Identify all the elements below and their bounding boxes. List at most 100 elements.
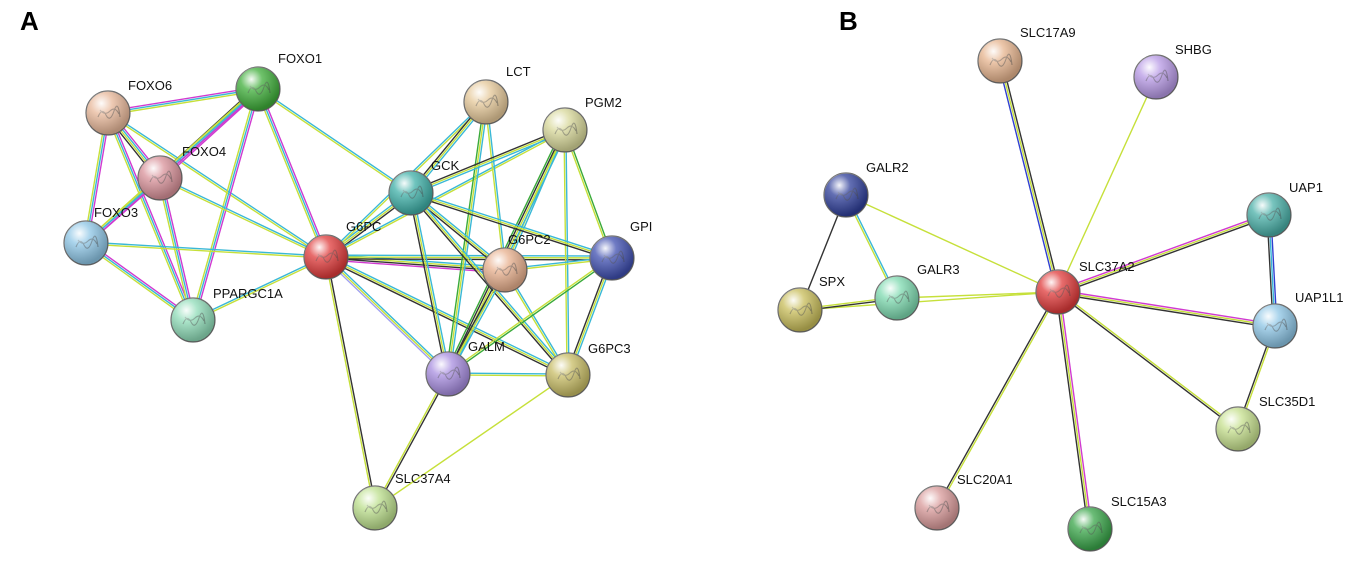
node-gpi[interactable]: GPI: [589, 219, 652, 281]
node-uap1l1[interactable]: UAP1L1: [1252, 290, 1343, 349]
edge-evidence-line: [1059, 291, 1093, 530]
node-foxo6[interactable]: FOXO6: [85, 78, 172, 136]
edge-evidence-line: [999, 60, 1059, 293]
edge-foxo4-g6pc: [158, 176, 328, 259]
edge-lct-g6pc2: [484, 101, 507, 271]
node-label-slc15a3: SLC15A3: [1111, 494, 1167, 509]
edge-evidence-line: [106, 113, 327, 259]
edge-evidence-line: [845, 194, 1059, 293]
edge-evidence-line: [896, 291, 1059, 299]
edge-slc37a2-shbg: [1057, 76, 1157, 293]
edge-ppargc1a-g6pc: [191, 255, 328, 322]
node-gloss: [86, 91, 130, 135]
node-g6pc[interactable]: G6PC: [303, 219, 381, 280]
edge-layer-a: [83, 86, 615, 510]
edge-evidence-line: [799, 291, 1059, 311]
node-shbg[interactable]: SHBG: [1133, 42, 1212, 100]
node-gloss: [590, 236, 634, 280]
node-gloss: [546, 353, 590, 397]
edge-foxo6-foxo1: [106, 86, 260, 116]
edge-pgm2-g6pc3: [563, 129, 570, 376]
node-label-spx: SPX: [819, 274, 845, 289]
edge-foxo1-g6pc: [255, 87, 329, 259]
edge-g6pc-g6pc3: [324, 254, 570, 378]
node-foxo1[interactable]: FOXO1: [235, 51, 322, 112]
edge-slc37a2-uap1: [1056, 212, 1271, 295]
node-gck[interactable]: GCK: [388, 158, 460, 216]
node-gloss: [464, 80, 508, 124]
node-lct[interactable]: LCT: [463, 64, 531, 125]
edge-evidence-line: [255, 89, 325, 259]
edge-evidence-line: [256, 89, 412, 195]
node-foxo4[interactable]: FOXO4: [137, 144, 226, 201]
node-g6pc3[interactable]: G6PC3: [545, 341, 631, 398]
node-spx[interactable]: SPX: [777, 274, 845, 333]
node-label-slc35d1: SLC35D1: [1259, 394, 1315, 409]
edge-slc37a2-slc17a9: [997, 59, 1061, 294]
edge-gck-galm: [408, 191, 451, 376]
edge-g6pc-galm: [323, 254, 451, 377]
edge-g6pc-pgm2: [324, 128, 567, 259]
edge-foxo1-gck: [256, 87, 413, 195]
edge-evidence-line: [410, 192, 613, 259]
edge-evidence-line: [1057, 76, 1157, 293]
node-gloss: [236, 67, 280, 111]
edge-evidence-line: [408, 193, 568, 377]
edge-evidence-line: [325, 256, 449, 375]
edge-evidence-line: [1057, 293, 1276, 329]
edge-foxo6-g6pc: [106, 111, 328, 259]
edge-evidence-line: [1057, 214, 1270, 293]
edge-evidence-line: [937, 291, 1060, 510]
node-galr2[interactable]: GALR2: [823, 160, 909, 218]
node-foxo3[interactable]: FOXO3: [63, 205, 138, 266]
edge-evidence-line: [107, 88, 259, 114]
node-slc37a2[interactable]: SLC37A2: [1035, 259, 1135, 315]
node-label-galm: GALM: [468, 339, 505, 354]
edge-evidence-line: [161, 176, 196, 321]
node-gloss: [1247, 193, 1291, 237]
edge-evidence-line: [565, 128, 614, 259]
node-ppargc1a[interactable]: PPARGC1A: [170, 286, 283, 343]
edge-evidence-line: [375, 373, 450, 510]
edge-slc37a2-slc15a3: [1055, 291, 1093, 530]
node-gloss: [778, 288, 822, 332]
edge-evidence-line: [194, 88, 261, 322]
edge-evidence-line: [563, 129, 568, 376]
node-galr3[interactable]: GALR3: [874, 262, 960, 321]
edge-evidence-line: [409, 194, 613, 261]
node-slc20a1[interactable]: SLC20A1: [914, 472, 1013, 531]
edge-evidence-line: [1057, 291, 1091, 530]
edge-slc37a2-uap1l1: [1057, 289, 1276, 329]
node-g6pc2[interactable]: G6PC2: [482, 232, 551, 293]
node-pgm2[interactable]: PGM2: [542, 95, 622, 153]
edge-evidence-line: [109, 111, 196, 320]
node-label-g6pc2: G6PC2: [508, 232, 551, 247]
edge-foxo6-ppargc1a: [105, 111, 196, 322]
network-panel-a: A FOXO6FOXO1FOXO4FOXO3PPARGC1AG6PCLCTPGM…: [20, 6, 652, 531]
edge-evidence-line: [412, 191, 451, 375]
node-gloss: [875, 276, 919, 320]
edge-evidence-line: [410, 192, 449, 375]
edge-evidence-line: [158, 178, 327, 259]
edge-evidence-line: [373, 372, 448, 509]
node-slc17a9[interactable]: SLC17A9: [977, 25, 1076, 84]
edge-evidence-line: [1056, 292, 1239, 431]
edge-foxo3-g6pc: [85, 241, 327, 259]
edge-evidence-line: [1056, 212, 1270, 291]
node-slc15a3[interactable]: SLC15A3: [1067, 494, 1167, 552]
edge-evidence-line: [324, 128, 566, 257]
edge-evidence-line: [192, 257, 328, 322]
node-label-slc37a2: SLC37A2: [1079, 259, 1135, 274]
node-gloss: [1134, 55, 1178, 99]
node-uap1[interactable]: UAP1: [1246, 180, 1323, 238]
edge-evidence-line: [190, 87, 257, 321]
node-galm[interactable]: GALM: [425, 339, 505, 397]
edge-slc37a2-slc35d1: [1056, 290, 1240, 431]
edge-evidence-line: [85, 241, 327, 257]
edge-evidence-line: [935, 290, 1058, 509]
edge-evidence-line: [259, 87, 329, 257]
node-slc37a4[interactable]: SLC37A4: [352, 471, 451, 531]
edge-evidence-line: [192, 88, 259, 321]
node-slc35d1[interactable]: SLC35D1: [1215, 394, 1315, 452]
